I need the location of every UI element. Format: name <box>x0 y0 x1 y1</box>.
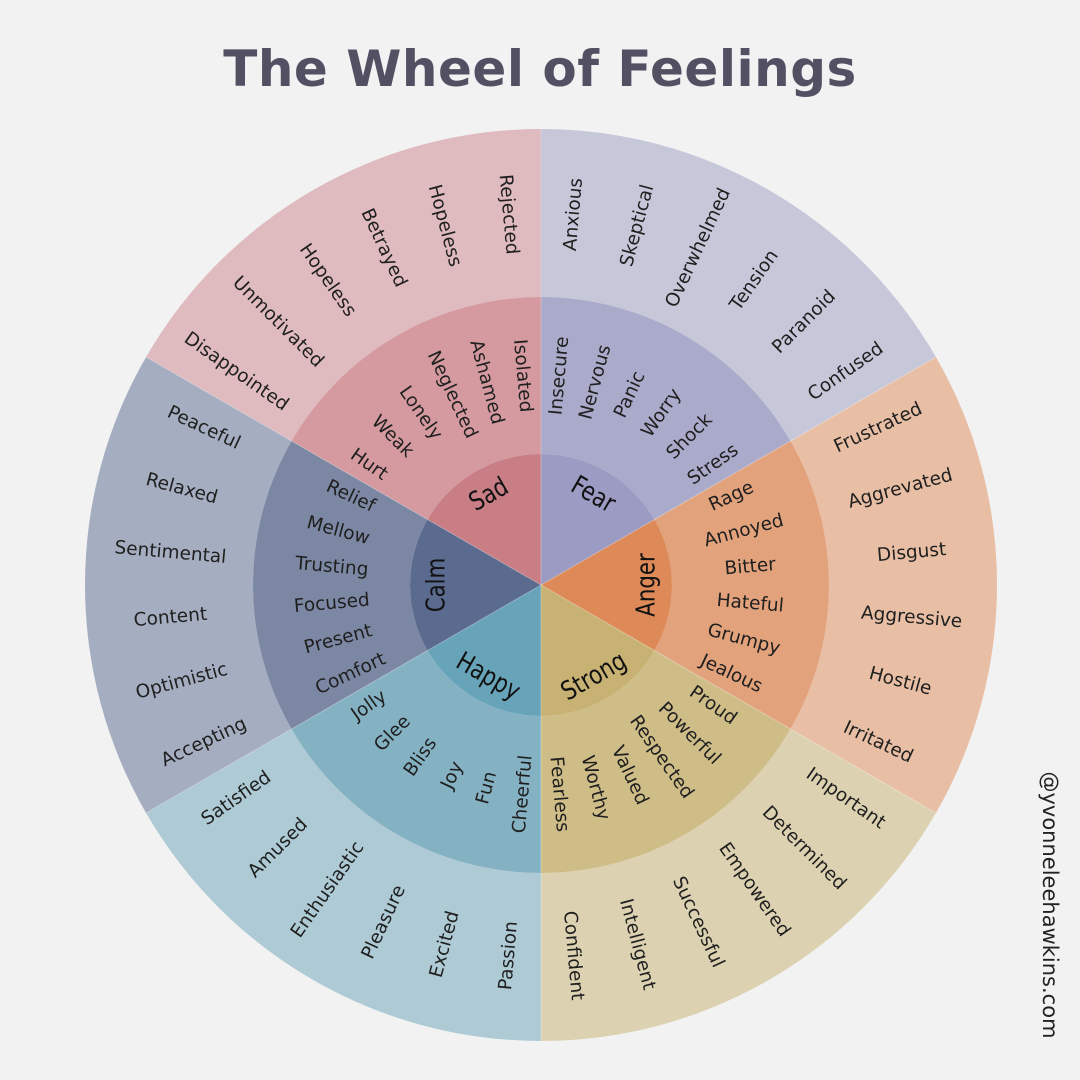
core-segment-fear <box>541 454 655 585</box>
page-title: The Wheel of Feelings <box>223 40 857 98</box>
outer-segment-fear <box>541 129 936 441</box>
core-segment-calm <box>410 519 541 651</box>
middle-segment-fear <box>541 297 791 520</box>
middle-segment-strong <box>541 650 791 873</box>
middle-segment-sad <box>291 297 541 520</box>
middle-feeling-anger: Bitter <box>724 554 777 579</box>
core-segment-anger <box>541 519 672 651</box>
core-segment-happy <box>427 585 541 716</box>
sector-divider <box>540 584 937 814</box>
watermark: @yvonneleehawkins.com <box>1038 771 1062 1039</box>
sector-divider <box>145 584 542 814</box>
outer-segment-calm <box>85 357 292 813</box>
middle-segment-calm <box>253 441 428 729</box>
core-segment-strong <box>541 585 655 716</box>
wheel-segments <box>85 129 997 1041</box>
core-segment-sad <box>427 454 541 585</box>
outer-segment-happy <box>146 729 542 1041</box>
middle-segment-anger <box>654 441 829 729</box>
core-label-anger: Anger <box>631 553 662 617</box>
outer-segment-anger <box>790 357 997 813</box>
middle-segment-happy <box>291 650 541 873</box>
sector-divider <box>145 356 542 586</box>
sector-divider <box>540 356 937 586</box>
outer-segment-sad <box>146 129 542 441</box>
outer-segment-strong <box>541 729 936 1041</box>
core-label-calm: Calm <box>421 558 452 613</box>
